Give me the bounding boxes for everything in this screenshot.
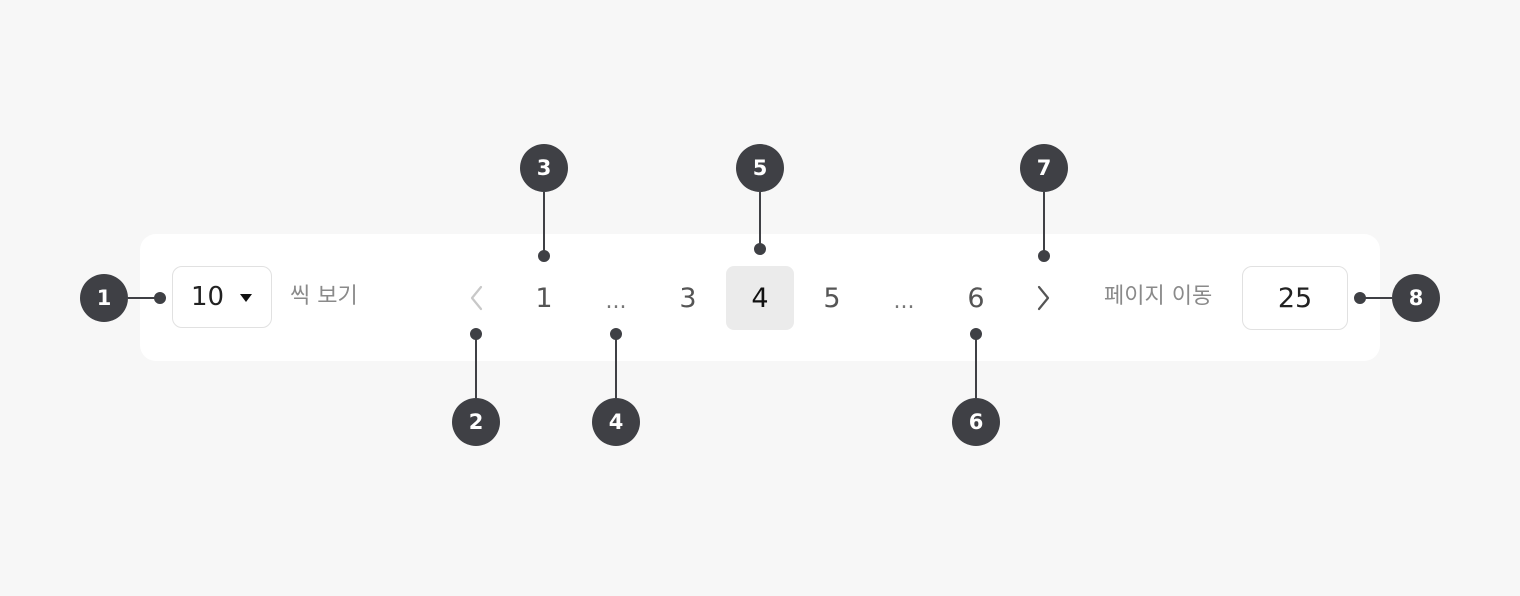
- page-button-1[interactable]: 1: [535, 282, 553, 314]
- chevron-right-icon: [1037, 285, 1050, 311]
- callout-marker-7: 7: [1020, 144, 1068, 192]
- page-ellipsis: ...: [893, 288, 915, 314]
- callout-marker-2: 2: [452, 398, 500, 446]
- page-button-5[interactable]: 5: [823, 282, 841, 314]
- page-size-label: 씩 보기: [290, 284, 358, 309]
- callout-marker-6: 6: [952, 398, 1000, 446]
- callout-marker-4: 4: [592, 398, 640, 446]
- page-button-current[interactable]: 4: [726, 266, 794, 330]
- callout-marker-3: 3: [520, 144, 568, 192]
- callout-marker-8: 8: [1392, 274, 1440, 322]
- page-button-3[interactable]: 3: [679, 282, 697, 314]
- prev-page-button[interactable]: [456, 266, 496, 330]
- page-ellipsis: ...: [605, 288, 627, 314]
- callout-marker-5: 5: [736, 144, 784, 192]
- caret-down-icon: [240, 294, 252, 302]
- chevron-left-icon: [470, 285, 483, 311]
- goto-page-label: 페이지 이동: [1104, 284, 1213, 309]
- page-button-last[interactable]: 6: [967, 282, 985, 314]
- next-page-button[interactable]: [1024, 266, 1064, 330]
- page-size-select[interactable]: 10: [172, 266, 272, 328]
- callout-marker-1: 1: [80, 274, 128, 322]
- page-size-value: 10: [191, 282, 225, 312]
- goto-page-input[interactable]: 25: [1242, 266, 1348, 330]
